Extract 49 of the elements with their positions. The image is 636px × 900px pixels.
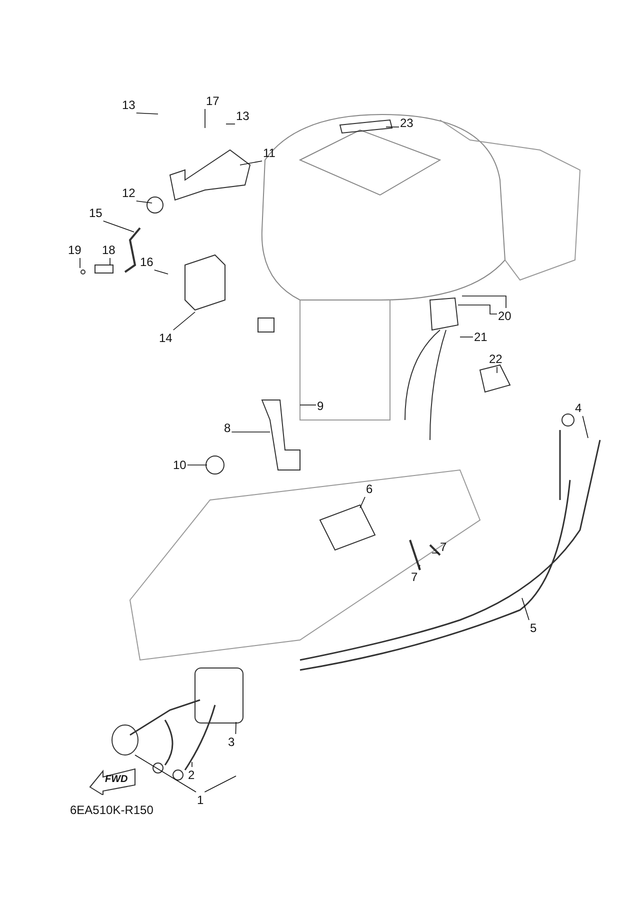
drawing-code: 6EA510K-R150: [70, 803, 154, 817]
leader-line: [172, 312, 196, 330]
leader-line: [496, 366, 498, 374]
leader-line: [386, 126, 400, 128]
callout-number: 8: [224, 421, 231, 435]
callout-number: 16: [140, 255, 154, 269]
leader-line: [154, 270, 168, 274]
direction-arrow-sign: FWD: [89, 767, 137, 795]
callout-number: 18: [102, 243, 116, 257]
callout-number: 11: [263, 146, 276, 160]
callout-number: 10: [173, 458, 186, 472]
callout-number: 9: [317, 399, 324, 413]
callout-number: 7: [411, 570, 418, 584]
callout-number: 20: [498, 309, 512, 323]
leader-line: [204, 108, 206, 128]
callout-number: 15: [89, 206, 102, 220]
leader-line: [432, 552, 440, 554]
leader-line: [300, 404, 316, 406]
callout-number: 19: [68, 243, 82, 257]
leader-line: [134, 754, 196, 792]
leader-line: [186, 464, 208, 466]
callout-number: 22: [489, 352, 502, 366]
callout-number: 2: [188, 768, 195, 782]
leader-line: [458, 304, 498, 314]
leader-line: [235, 722, 236, 734]
callout-number: 4: [575, 401, 582, 415]
callout-number: 6: [366, 482, 373, 496]
callout-number: 23: [400, 116, 414, 130]
callout-number: 1: [197, 793, 204, 807]
leader-line: [582, 416, 588, 438]
leader-line: [460, 336, 474, 338]
leader-line: [522, 598, 530, 620]
leader-line: [462, 296, 506, 308]
callout-number: 14: [159, 331, 172, 345]
leader-line: [240, 160, 262, 166]
callout-number: 21: [474, 330, 488, 344]
leader-line: [360, 496, 366, 508]
callout-number: 7: [440, 540, 447, 554]
leader-line: [136, 112, 158, 114]
leader-line: [418, 564, 420, 570]
callout-number: 13: [122, 98, 136, 112]
callout-number: 13: [236, 109, 250, 123]
callout-number: 17: [206, 94, 220, 108]
callout-number: 3: [228, 735, 235, 749]
callout-number: 12: [122, 186, 136, 200]
leader-line: [102, 220, 134, 232]
callout-number: 5: [530, 621, 537, 635]
leader-line: [136, 200, 152, 204]
leader-line: [204, 776, 236, 792]
